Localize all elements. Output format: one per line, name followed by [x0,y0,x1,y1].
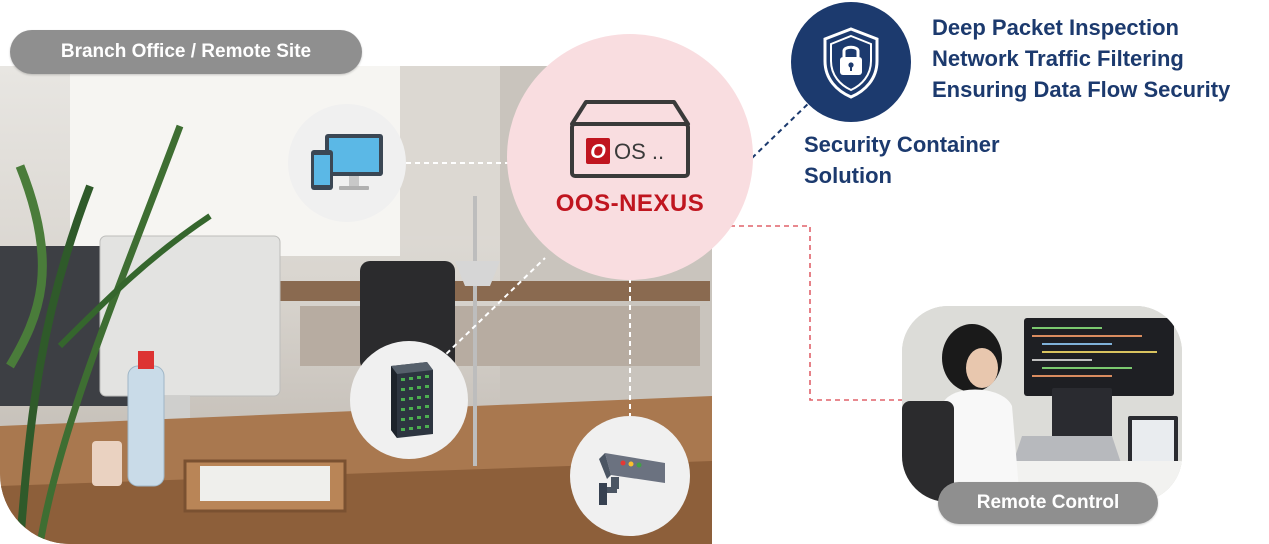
remote-control-label-text: Remote Control [976,492,1120,513]
remote-control-photo [902,306,1182,502]
branch-office-label-text: Branch Office / Remote Site [60,41,312,62]
branch-office-label: Branch Office / Remote Site [10,30,362,74]
remote-control-label: Remote Control [938,482,1158,524]
feature-item: Ensuring Data Flow Security [932,77,1231,102]
nexus-logo-letter: O [590,141,606,163]
camera-circle [570,416,690,536]
network-appliance-icon: O OS .. [570,100,690,178]
security-container-title: Security Container Solution [804,129,1000,191]
devices-icon [311,134,383,190]
feature-item: Deep Packet Inspection [932,15,1179,40]
oos-nexus-node: O OS .. OOS-NEXUS [507,34,753,280]
nexus-device-text: OS .. [614,139,664,164]
security-title-line2: Solution [804,163,892,188]
security-title-line1: Security Container [804,132,1000,157]
security-shield-circle [791,2,911,122]
devices-circle [288,104,406,222]
server-rack-icon [391,362,433,438]
server-circle [350,341,468,459]
feature-item: Network Traffic Filtering [932,46,1184,71]
security-features-list: Deep Packet Inspection Network Traffic F… [932,12,1230,105]
nexus-label: OOS-NEXUS [555,190,705,217]
security-camera-icon [599,453,665,505]
shield-lock-icon [823,27,879,99]
